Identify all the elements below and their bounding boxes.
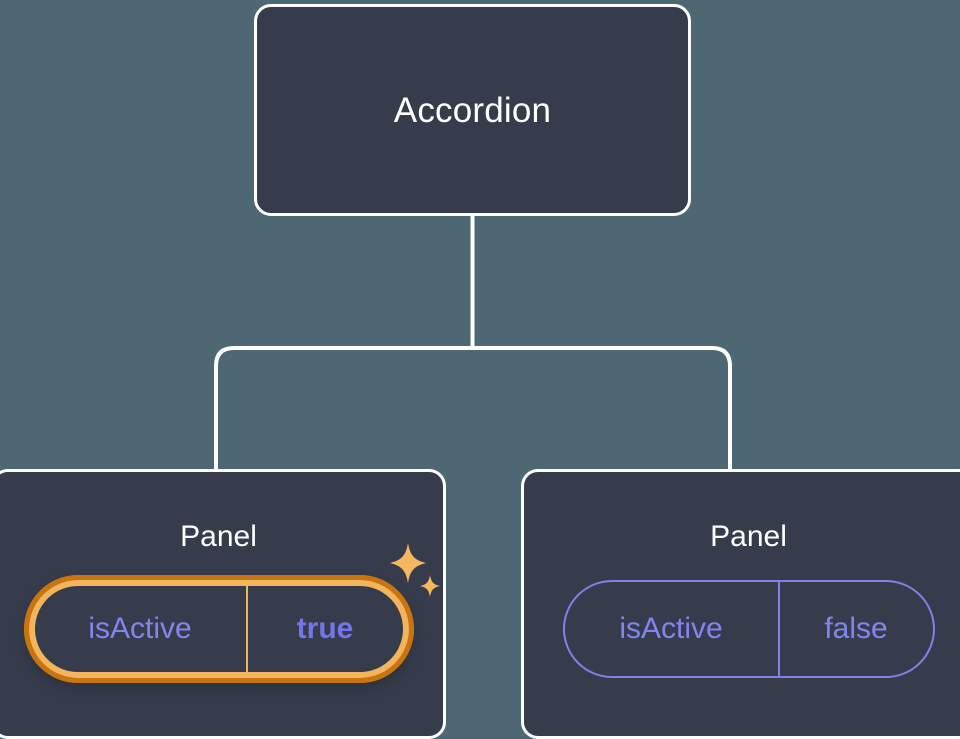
prop-value: false bbox=[777, 582, 933, 676]
prop-pill-highlighted[interactable]: isActive true bbox=[23, 575, 414, 683]
prop-pill-wrapper: isActive true bbox=[23, 543, 440, 683]
prop-name: isActive bbox=[88, 612, 192, 645]
prop-name: isActive bbox=[619, 612, 723, 645]
edge-bus-bar bbox=[214, 346, 732, 470]
sparkles-icon bbox=[389, 543, 440, 597]
prop-value: true bbox=[245, 586, 403, 672]
node-panel-right[interactable]: Panel isActive false bbox=[521, 469, 960, 739]
prop-pill-wrapper: isActive false bbox=[562, 580, 935, 678]
prop-pill[interactable]: isActive false bbox=[562, 580, 935, 678]
node-title: Accordion bbox=[393, 90, 552, 130]
node-title: Panel bbox=[180, 520, 257, 553]
node-accordion[interactable]: Accordion bbox=[254, 4, 691, 216]
node-title: Panel bbox=[710, 520, 787, 553]
node-panel-left[interactable]: Panel isActive true bbox=[0, 469, 446, 739]
